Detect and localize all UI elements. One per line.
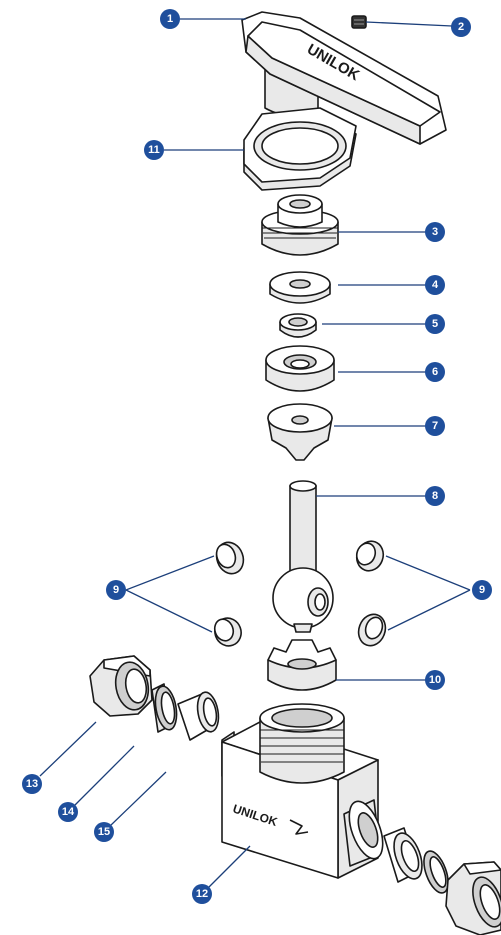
svg-text:15: 15 <box>98 826 110 838</box>
valve-body-part: UNILOK <box>221 703 384 879</box>
leader-line-9b <box>385 555 471 631</box>
svg-text:10: 10 <box>429 674 441 686</box>
leader-line-14 <box>73 745 135 807</box>
svg-text:7: 7 <box>432 420 438 432</box>
callout-badge-3: 3 <box>425 222 445 242</box>
right-front-ferrule-part <box>383 827 423 883</box>
svg-text:8: 8 <box>432 490 438 502</box>
left-nut-part <box>89 655 153 717</box>
right-back-ferrule-part <box>423 850 449 894</box>
callout-badge-8: 8 <box>425 486 445 506</box>
set-screw-part <box>351 15 367 29</box>
callout-badge-4: 4 <box>425 275 445 295</box>
stem-ball-part <box>272 480 334 633</box>
leader-line-13 <box>39 721 97 777</box>
leader-lines <box>39 18 471 889</box>
seat-disc-part <box>215 541 245 575</box>
seat-disc-part <box>355 540 385 572</box>
callout-badge-11: 11 <box>144 140 164 160</box>
callout-badge-10: 10 <box>425 670 445 690</box>
leader-line-9a <box>125 555 215 633</box>
svg-text:2: 2 <box>458 21 464 33</box>
callout-badge-14: 14 <box>58 802 78 822</box>
callout-badge-9-right: 9 <box>472 580 492 600</box>
callout-badge-15: 15 <box>94 822 114 842</box>
leader-line-12 <box>207 845 251 889</box>
gland-part <box>265 345 335 392</box>
leader-line-2 <box>365 21 453 27</box>
bonnet-part <box>261 194 339 256</box>
seal-ring-part <box>279 313 317 338</box>
svg-text:1: 1 <box>167 13 173 25</box>
svg-text:12: 12 <box>196 888 208 900</box>
callout-badge-9-left: 9 <box>106 580 126 600</box>
washer-part <box>269 271 331 304</box>
callout-badge-12: 12 <box>192 884 212 904</box>
svg-text:9: 9 <box>479 584 485 596</box>
panel-nut-part <box>243 107 357 191</box>
handle-part: UNILOK <box>241 11 447 145</box>
left-back-ferrule-part <box>151 683 178 733</box>
left-front-ferrule-part <box>177 691 220 741</box>
svg-text:4: 4 <box>432 279 439 291</box>
callout-badge-13: 13 <box>22 774 42 794</box>
seat-disc-part <box>213 617 242 647</box>
callout-badge-2: 2 <box>451 17 471 37</box>
svg-text:13: 13 <box>26 778 38 790</box>
svg-text:6: 6 <box>432 366 438 378</box>
callout-badge-1: 1 <box>160 9 180 29</box>
right-nut-part <box>445 861 501 935</box>
leader-line-15 <box>109 771 167 827</box>
svg-text:5: 5 <box>432 318 438 330</box>
retainer-part <box>267 403 333 461</box>
seat-disc-part <box>357 613 387 647</box>
svg-text:9: 9 <box>113 584 119 596</box>
seat-holder-part <box>267 639 337 691</box>
svg-text:11: 11 <box>148 144 160 156</box>
svg-text:3: 3 <box>432 226 438 238</box>
callout-badge-5: 5 <box>425 314 445 334</box>
callout-badge-7: 7 <box>425 416 445 436</box>
callout-badge-6: 6 <box>425 362 445 382</box>
svg-text:14: 14 <box>62 806 75 818</box>
